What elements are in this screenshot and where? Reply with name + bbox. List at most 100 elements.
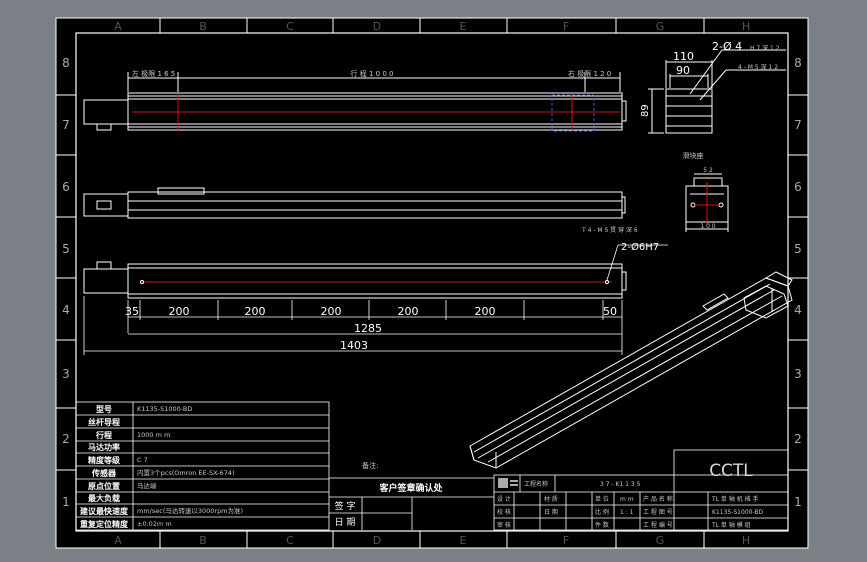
slider-top-dim: 5 2: [703, 167, 713, 174]
scale-value: 1 : 1: [620, 509, 634, 516]
design-label: 设 计: [497, 495, 511, 503]
row-label-left: 7: [62, 118, 70, 132]
dim-segment: 200: [169, 305, 190, 318]
material-label: 材 质: [544, 495, 558, 503]
eng-no-value: TL 单 轴 模 组: [711, 521, 751, 529]
row-label-left: 8: [62, 56, 70, 70]
product-name-value: TL 单 轴 机 械 手: [711, 495, 759, 503]
spec-value: mm/sec(马达转速以3000rpm为准): [137, 506, 243, 515]
col-label-bottom: C: [286, 534, 294, 547]
inner-border: [75, 32, 789, 532]
col-label-top: F: [563, 20, 569, 33]
stroke-left-label: 左 极限 1 6 5: [132, 69, 175, 78]
spec-label: 传感器: [91, 468, 117, 478]
row-label-right: 7: [794, 118, 802, 132]
drawing-no-value: K1135-S1000-BD: [712, 509, 764, 516]
row-label-right: 1: [794, 495, 802, 509]
spec-label: 丝杆导程: [88, 417, 120, 427]
scale-label: 比 例: [595, 508, 609, 516]
spec-value: 1000 m m: [137, 431, 170, 439]
row-label-right: 3: [794, 367, 802, 381]
row-label-left: 1: [62, 495, 70, 509]
dim-segment: 35: [125, 305, 139, 318]
side-view: [83, 187, 626, 219]
remark-label: 备注:: [362, 461, 378, 470]
check-label: 校 核: [497, 508, 511, 516]
dim-total-1285: 1285: [354, 322, 382, 335]
spec-value: 内置3个pcs(Omron EE-SX-674): [137, 468, 235, 477]
spec-value: ±0.02m m: [137, 520, 172, 528]
end-width-90: 90: [676, 64, 690, 77]
col-label-top: D: [373, 20, 381, 33]
end-height-89: 89: [640, 104, 651, 117]
row-label-left: 3: [62, 367, 70, 381]
col-label-top: C: [286, 20, 294, 33]
row-label-right: 6: [794, 180, 802, 194]
row-label-right: 5: [794, 242, 802, 256]
spec-label: 精度等级: [88, 455, 121, 465]
row-label-left: 5: [62, 242, 70, 256]
row-labels: 8 7 6 5 4 3 2 1 8 7 6 5 4 3 2 1: [62, 56, 802, 509]
dim-segment: 200: [398, 305, 419, 318]
end-width-110: 110: [673, 50, 694, 63]
spec-label: 型号: [96, 404, 112, 414]
spec-label: 建议最快速度: [79, 506, 129, 516]
zone-ticks: [56, 18, 808, 548]
cctl-logo-text: CCTL: [709, 461, 753, 481]
unit-label: 单 位: [595, 495, 609, 503]
col-label-bottom: D: [373, 534, 381, 547]
hole-main-note: 2-Ø 4: [712, 40, 742, 53]
isometric-view: [469, 271, 793, 469]
dim-segment: 200: [475, 305, 496, 318]
row-label-right: 2: [794, 432, 802, 446]
front-view: T 4 - M 5 贯 穿 深 6 2-Ø6H7 35 200 200 200 …: [83, 226, 668, 355]
stroke-right-label: 右 极限 1 2 0: [568, 69, 611, 78]
date-label-tb: 日 期: [544, 508, 558, 516]
spec-label: 原点位置: [88, 481, 120, 491]
dim-segment: 50: [603, 305, 617, 318]
spec-label: 重复定位精度: [80, 519, 129, 529]
hole-main-tolerance: H 7 深 1 2: [750, 44, 780, 52]
spec-value: 马达端: [137, 481, 157, 490]
row-label-right: 8: [794, 56, 802, 70]
col-label-bottom: F: [563, 534, 569, 547]
spec-table: 型号 丝杆导程 行程 马达功率 精度等级 传感器 原点位置 最大负载 建议最快速…: [75, 401, 330, 531]
spec-value: K1135-S1000-BD: [137, 405, 192, 413]
pin-hole-note: 2-Ø6H7: [621, 241, 659, 253]
customer-confirm-title: 客户签章确认处: [378, 482, 443, 494]
project-value: 3 7 - K1 1 3 5: [600, 481, 641, 488]
title-block: CCTL 工程名称 3 7 - K1 1 3 5 设 计 校 核 审 核 材 质…: [493, 449, 789, 531]
approve-label: 审 核: [497, 521, 511, 529]
end-view: 110 90 89 2-Ø 4 H 7 深 1 2 4 - M 5 深 1 2: [640, 40, 786, 134]
project-label: 工程名称: [524, 480, 548, 488]
row-label-left: 6: [62, 180, 70, 194]
spec-value: C 7: [137, 456, 148, 464]
col-label-bottom: A: [114, 534, 122, 547]
col-label-bottom: H: [742, 534, 750, 547]
row-label-left: 2: [62, 432, 70, 446]
hole-thread-note: 4 - M 5 深 1 2: [738, 63, 778, 71]
spec-label: 行程: [95, 430, 112, 440]
col-label-bottom: E: [460, 534, 467, 547]
dim-total-1403: 1403: [340, 339, 368, 352]
sign-label: 签 字: [335, 500, 356, 512]
slider-view-title: 滑块座: [683, 151, 704, 160]
product-name-label: 产 品 名 称: [643, 495, 673, 503]
tap-hole-note: T 4 - M 5 贯 穿 深 6: [581, 226, 638, 234]
top-view: 左 极限 1 6 5 行 程 1 0 0 0 右 极限 1 2 0: [83, 69, 627, 132]
quantity-label: 件 数: [595, 521, 609, 529]
slider-hidden-outline: [551, 94, 595, 132]
col-label-top: H: [742, 20, 750, 33]
company-logo-icon: [498, 478, 508, 488]
approval-block: 备注: 客户签章确认处 签 字 日 期: [329, 461, 494, 530]
zone-labels: A B C D E F G H A B C D E F G H: [114, 20, 750, 547]
unit-value: m m: [620, 496, 634, 503]
drawing-no-label: 工 程 图 号: [643, 508, 673, 516]
col-label-bottom: B: [199, 534, 207, 547]
dim-segment: 200: [321, 305, 342, 318]
slider-bottom-dim: 1 0 0: [700, 223, 715, 230]
col-label-bottom: G: [656, 534, 665, 547]
row-label-left: 4: [62, 303, 70, 317]
spec-label: 最大负载: [88, 493, 120, 503]
